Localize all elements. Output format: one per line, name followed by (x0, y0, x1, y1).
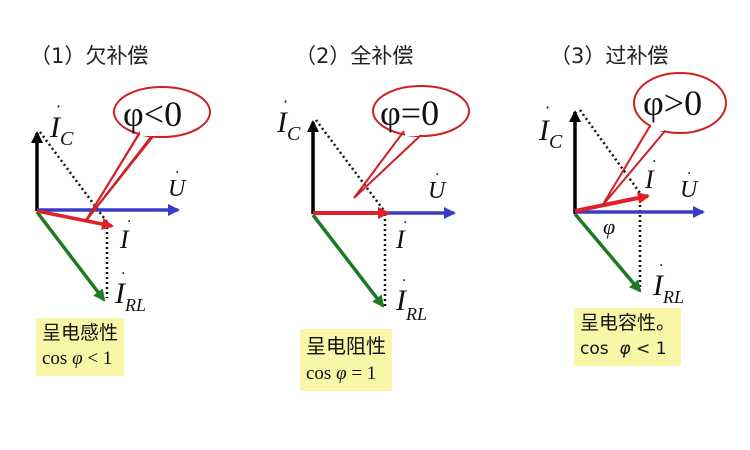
bubble-label-phi-equals-zero: φ=0 (380, 93, 439, 133)
irl-vector-arrow (573, 212, 642, 293)
dot-accent: · (659, 258, 663, 274)
label-u: U (680, 177, 699, 203)
dotted-guide-line (315, 119, 386, 213)
title-under-compensation: （1）欠补偿 (30, 44, 149, 68)
power-factor-expression: cos φ < 1 (42, 348, 113, 369)
bubble-label-phi-less-zero: φ<0 (123, 94, 182, 134)
speech-bubble-ellipse (372, 85, 470, 137)
i-vector-arrow (36, 209, 114, 230)
note-inductive: 呈电感性 cos φ < 1 (36, 318, 125, 376)
label-ic: IC (276, 106, 301, 145)
label-irl: IRL (652, 269, 684, 307)
dot-accent: · (175, 165, 179, 181)
dot-accent: · (402, 273, 406, 289)
power-factor-expression: cos φ = 1 (306, 363, 377, 384)
dot-accent: · (121, 266, 125, 282)
diagram-3: φ>0 IC · U · I · φ IRL · (538, 72, 727, 307)
label-phi-angle: φ (603, 214, 615, 239)
diagram-2: φ=0 IC · U · I · IRL · (276, 85, 470, 324)
label-i: I (644, 165, 655, 194)
label-i: I (119, 225, 130, 254)
label-ic: IC (49, 111, 74, 150)
i-vector-arrow (574, 192, 650, 213)
title-over-compensation: （3）过补偿 (550, 44, 669, 68)
label-u: U (428, 178, 447, 204)
note-text: 呈电感性 (42, 322, 119, 344)
note-text: 呈电容性。 (580, 312, 676, 334)
dot-accent: · (403, 215, 407, 231)
note-resistive: 呈电阻性 cos φ = 1 (300, 329, 392, 391)
label-i: I (395, 225, 406, 254)
dot-accent: · (283, 92, 288, 111)
dot-accent: · (127, 214, 131, 230)
dot-accent: · (56, 97, 61, 116)
bubble-label-phi-greater-zero: φ>0 (643, 83, 702, 123)
dot-accent: · (435, 167, 439, 183)
irl-vector-arrow (311, 213, 385, 308)
label-irl: IRL (114, 277, 146, 315)
dot-accent: · (687, 166, 691, 182)
note-text: 呈电阻性 (306, 334, 386, 358)
diagram-1: φ<0 IC · U · I · IRL · (31, 86, 211, 315)
irl-vector-arrow (35, 210, 106, 302)
dotted-guide-line (38, 131, 109, 223)
dot-accent: · (652, 154, 656, 170)
title-full-compensation: （2）全补偿 (295, 44, 414, 68)
label-u: U (168, 176, 187, 202)
label-irl: IRL (395, 284, 427, 324)
dotted-guide-line (578, 109, 642, 194)
speech-bubble-ellipse (113, 86, 211, 138)
speech-bubble-ellipse (633, 72, 727, 134)
power-factor-expression: cos φ < 1 (580, 339, 667, 359)
dot-accent: · (545, 98, 550, 117)
label-ic: IC (538, 114, 563, 153)
note-capacitive: 呈电容性。 cos φ < 1 (574, 308, 682, 366)
